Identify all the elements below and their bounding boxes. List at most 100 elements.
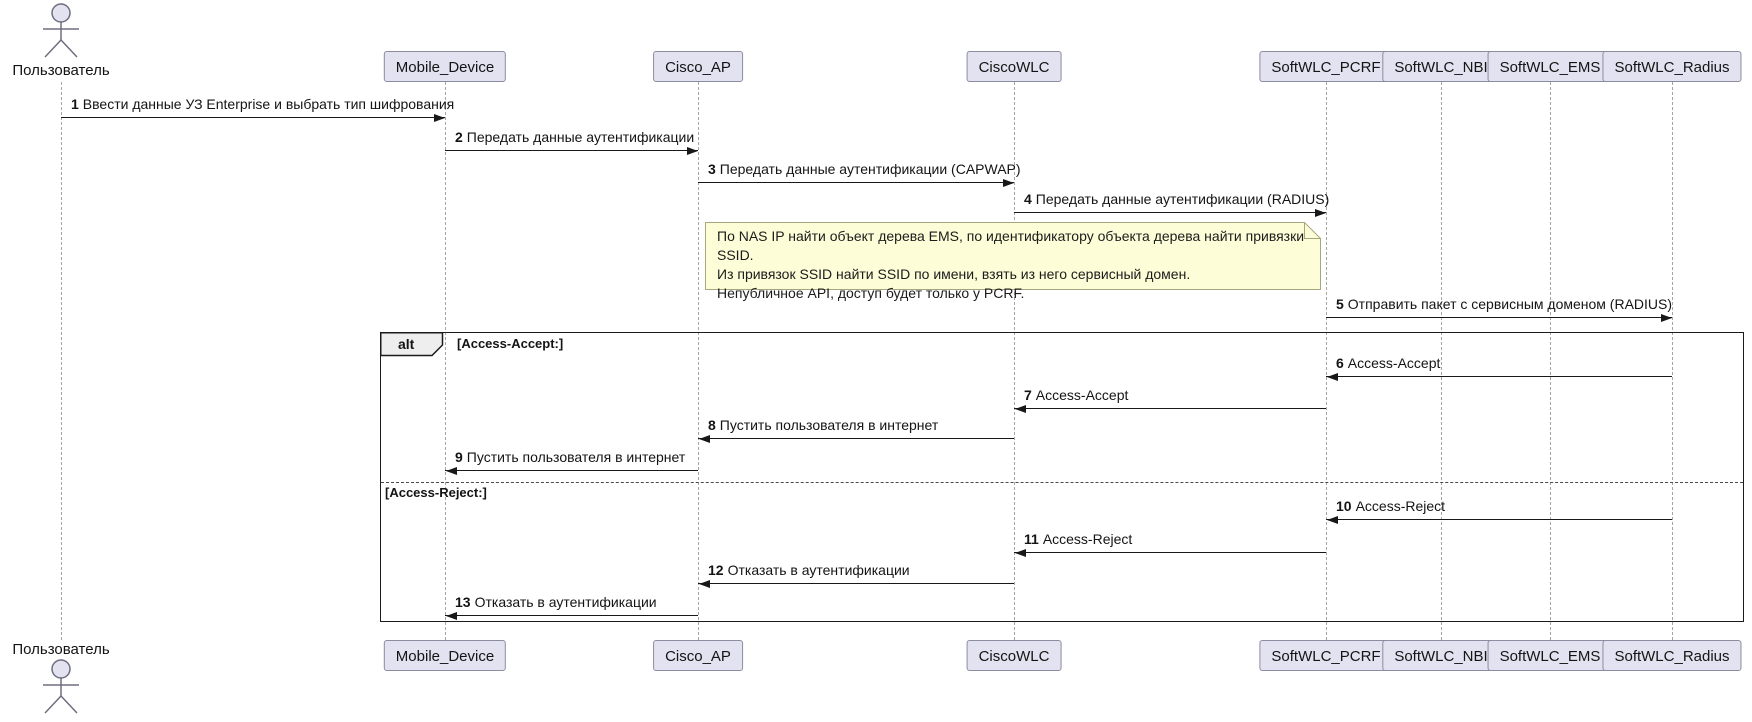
lifeline-nbi [1441,82,1442,640]
participant-box-top-nbi: SoftWLC_NBI [1382,51,1500,82]
actor-label-bottom: Пользователь [12,641,110,658]
message-text: Пустить пользователя в интернет [719,417,939,433]
lifeline-ap [698,82,699,640]
lifeline-wlc [1014,82,1015,640]
message-number: 3 [708,161,716,177]
message-line-9 [445,470,698,471]
participant-box-top-radius: SoftWLC_Radius [1602,51,1742,82]
alt-guard-accept: [Access-Accept:] [457,336,564,351]
alt-frame: alt [Access-Accept:] [Access-Reject:] [380,332,1744,622]
message-text: Передать данные аутентификации (RADIUS) [1035,191,1330,207]
arrow-head-icon-5 [1661,314,1672,322]
message-text: Отправить пакет с сервисным доменом (RAD… [1347,296,1673,312]
actor-icon [43,3,79,58]
note-line: По NAS IP найти объект дерева EMS, по ид… [717,228,1305,263]
message-text: Access-Reject [1355,498,1446,514]
message-number: 12 [708,562,724,578]
message-number: 10 [1336,498,1352,514]
participant-box-bottom-wlc: CiscoWLC [966,640,1062,671]
note-line: Непубличное API, доступ будет только у P… [717,285,1025,301]
lifeline-pcrf [1326,82,1327,640]
message-number: 7 [1024,387,1032,403]
message-line-10 [1326,519,1672,520]
note-line: Из привязок SSID найти SSID по имени, вз… [717,266,1191,282]
note: По NAS IP найти объект дерева EMS, по ид… [705,222,1321,301]
note-shape [705,222,1321,290]
participant-box-top-mobile: Mobile_Device [383,51,507,82]
message-line-2 [445,150,698,151]
participant-box-bottom-ap: Cisco_AP [653,640,743,671]
message-number: 9 [455,449,463,465]
arrow-head-icon-3 [1003,179,1014,187]
arrow-head-icon-8 [699,435,710,443]
message-line-12 [698,583,1014,584]
message-line-7 [1014,408,1326,409]
participant-box-top-wlc: CiscoWLC [966,51,1062,82]
lifeline-ems [1550,82,1551,640]
message-number: 4 [1024,191,1032,207]
actor-figure-top [29,2,93,65]
message-number: 11 [1024,531,1039,547]
message-line-8 [698,438,1014,439]
participant-box-bottom-pcrf: SoftWLC_PCRF [1259,640,1393,671]
message-text: Передать данные аутентификации (CAPWAP) [719,161,1021,177]
message-line-6 [1326,376,1672,377]
message-text: Access-Reject [1042,531,1133,547]
participant-box-bottom-mobile: Mobile_Device [383,640,507,671]
arrow-head-icon-1 [434,114,445,122]
message-line-13 [445,615,698,616]
arrow-head-icon-10 [1327,516,1338,524]
arrow-head-icon-11 [1015,549,1026,557]
alt-operator-label: alt [398,336,415,352]
note-text: По NAS IP найти объект дерева EMS, по ид… [717,227,1321,303]
participant-box-bottom-ems: SoftWLC_EMS [1487,640,1613,671]
message-line-11 [1014,552,1326,553]
message-text: Отказать в аутентификации [727,562,910,578]
message-line-1 [61,117,445,118]
alt-divider [381,482,1743,483]
alt-guard-reject: [Access-Reject:] [385,485,487,500]
message-number: 8 [708,417,716,433]
alt-tab-shape [380,332,444,357]
arrow-head-icon-12 [699,580,710,588]
message-number: 5 [1336,296,1344,312]
message-text: Пустить пользователя в интернет [466,449,686,465]
message-text: Отказать в аутентификации [474,594,657,610]
arrow-head-icon-6 [1327,373,1338,381]
participant-box-top-ems: SoftWLC_EMS [1487,51,1613,82]
message-line-4 [1014,212,1326,213]
participant-box-top-ap: Cisco_AP [653,51,743,82]
participant-box-bottom-nbi: SoftWLC_NBI [1382,640,1500,671]
message-number: 2 [455,129,463,145]
lifeline-mobile [445,82,446,640]
lifeline-user [61,82,62,640]
arrow-head-icon-4 [1315,209,1326,217]
participant-box-top-pcrf: SoftWLC_PCRF [1259,51,1393,82]
message-text: Ввести данные УЗ Enterprise и выбрать ти… [82,96,455,112]
arrow-head-icon-13 [446,612,457,620]
arrow-head-icon-2 [687,147,698,155]
message-text: Access-Accept [1347,355,1441,371]
actor-icon [43,659,79,714]
message-text: Access-Accept [1035,387,1129,403]
message-number: 13 [455,594,471,610]
message-line-5 [1326,317,1672,318]
message-number: 1 [71,96,79,112]
message-line-3 [698,182,1014,183]
message-text: Передать данные аутентификации [466,129,695,145]
arrow-head-icon-7 [1015,405,1026,413]
actor-figure-bottom [29,658,93,721]
